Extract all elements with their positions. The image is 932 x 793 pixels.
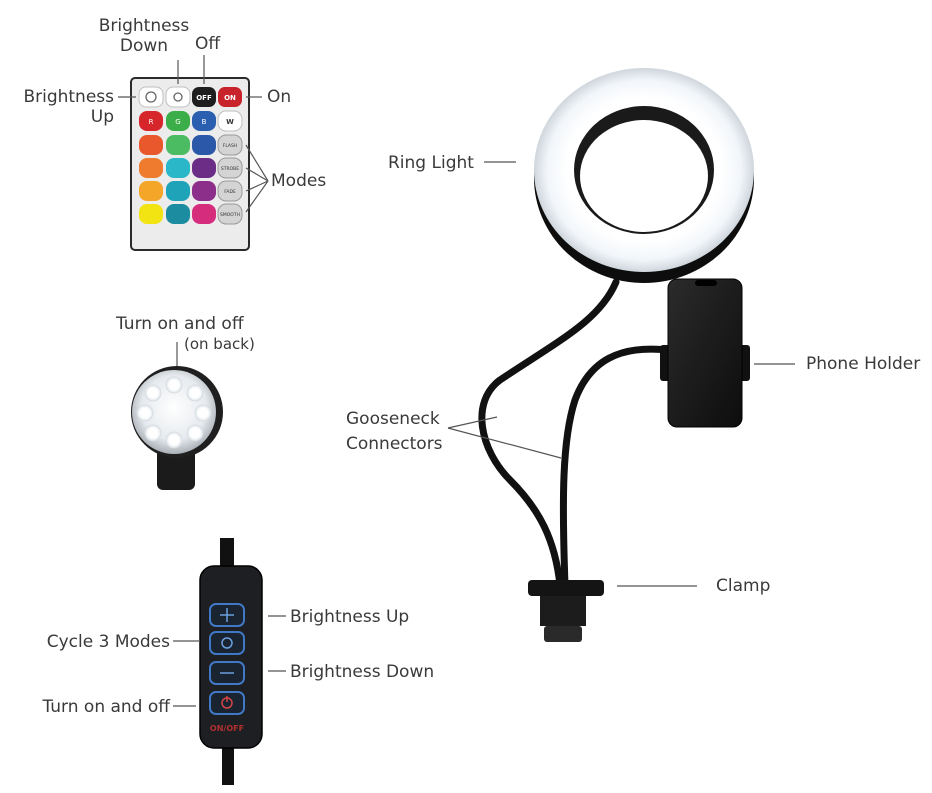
controller-power-button[interactable]: [209, 691, 245, 715]
remote-fade-text: FADE: [224, 189, 236, 195]
gooseneck-label-line2: Connectors: [346, 434, 443, 454]
controller-brightness-down-label: Brightness Down: [290, 662, 435, 682]
clip-light-leds: [136, 376, 212, 449]
stand-callout-lines: [447, 161, 795, 587]
remote-control: OFF ON R G B W: [130, 77, 250, 251]
controller-mode-button[interactable]: [209, 631, 245, 655]
remote-on-text: ON: [224, 94, 236, 102]
ring-light-stand: [478, 68, 754, 642]
inline-controller: ON/OFF: [199, 538, 263, 785]
sun-icon: [145, 91, 157, 103]
remote-blue-button[interactable]: B: [192, 111, 216, 131]
remote-color-button[interactable]: [192, 135, 216, 155]
sun-dim-icon: [173, 92, 183, 102]
clip-light: [131, 342, 223, 490]
remote-color-button[interactable]: [166, 204, 190, 224]
controller-callout-lines: [173, 615, 286, 707]
phone-notch: [695, 280, 717, 286]
remote-smooth-text: SMOOTH: [220, 212, 240, 218]
remote-brightness-up-button[interactable]: [138, 86, 164, 108]
remote-color-button[interactable]: [192, 158, 216, 178]
clamp-screw: [544, 626, 582, 642]
controller-brand-text: ON/OFF: [210, 724, 244, 733]
controller-body: [199, 565, 263, 749]
remote-fade-button[interactable]: FADE: [217, 180, 243, 202]
remote-g-text: G: [175, 118, 180, 126]
remote-w-text: W: [226, 118, 234, 126]
remote-color-button[interactable]: [166, 181, 190, 201]
remote-color-button[interactable]: [192, 204, 216, 224]
remote-strobe-text: STROBE: [221, 166, 239, 172]
remote-brightness-down-label: Brightness Down: [98, 16, 190, 56]
remote-on-button[interactable]: ON: [218, 87, 242, 107]
remote-off-button[interactable]: OFF: [192, 87, 216, 107]
controller-cable-bottom: [222, 740, 234, 785]
remote-color-button[interactable]: [139, 204, 163, 224]
gooseneck-arm-left: [478, 278, 620, 589]
remote-color-button[interactable]: [166, 158, 190, 178]
remote-flash-text: FLASH: [223, 143, 238, 149]
remote-callout-lines: [118, 55, 269, 213]
clamp-label: Clamp: [716, 576, 771, 596]
gooseneck-label-line1: Gooseneck: [346, 409, 440, 429]
remote-color-button[interactable]: [192, 181, 216, 201]
clip-light-label-line1: Turn on and off: [116, 314, 244, 334]
remote-off-label: Off: [195, 34, 221, 54]
remote-color-button[interactable]: [139, 158, 163, 178]
remote-color-button[interactable]: [139, 135, 163, 155]
cycle-icon: [221, 637, 233, 649]
controller-brightness-down-button[interactable]: [209, 661, 245, 685]
remote-off-text: OFF: [196, 94, 212, 102]
remote-on-label: On: [267, 87, 292, 107]
remote-red-button[interactable]: R: [139, 111, 163, 131]
remote-modes-label: Modes: [271, 171, 327, 191]
controller-brightness-up-label: Brightness Up: [290, 607, 410, 627]
phone: [667, 278, 743, 428]
remote-brightness-down-button[interactable]: [165, 86, 191, 108]
clip-light-clip: [157, 448, 195, 490]
remote-green-button[interactable]: G: [166, 111, 190, 131]
remote-color-button[interactable]: [139, 181, 163, 201]
remote-strobe-button[interactable]: STROBE: [217, 157, 243, 179]
controller-turn-on-off-label: Turn on and off: [42, 697, 170, 717]
controller-cycle-modes-label: Cycle 3 Modes: [46, 632, 170, 652]
remote-flash-button[interactable]: FLASH: [217, 134, 243, 156]
ring-light-center: [580, 120, 708, 232]
remote-white-button[interactable]: W: [217, 110, 243, 132]
remote-smooth-button[interactable]: SMOOTH: [217, 203, 243, 225]
phone-holder-label: Phone Holder: [806, 354, 921, 374]
controller-brightness-up-button[interactable]: [209, 603, 245, 627]
remote-brightness-up-label: Brightness Up: [23, 87, 114, 127]
gooseneck-arm-right: [559, 345, 672, 589]
ring-light-label: Ring Light: [388, 153, 474, 173]
remote-b-text: B: [202, 118, 207, 126]
remote-color-button[interactable]: [166, 135, 190, 155]
clamp-body: [540, 596, 586, 626]
remote-r-text: R: [149, 118, 154, 126]
clamp-top: [528, 580, 604, 596]
clip-light-label-line2: (on back): [184, 335, 255, 353]
